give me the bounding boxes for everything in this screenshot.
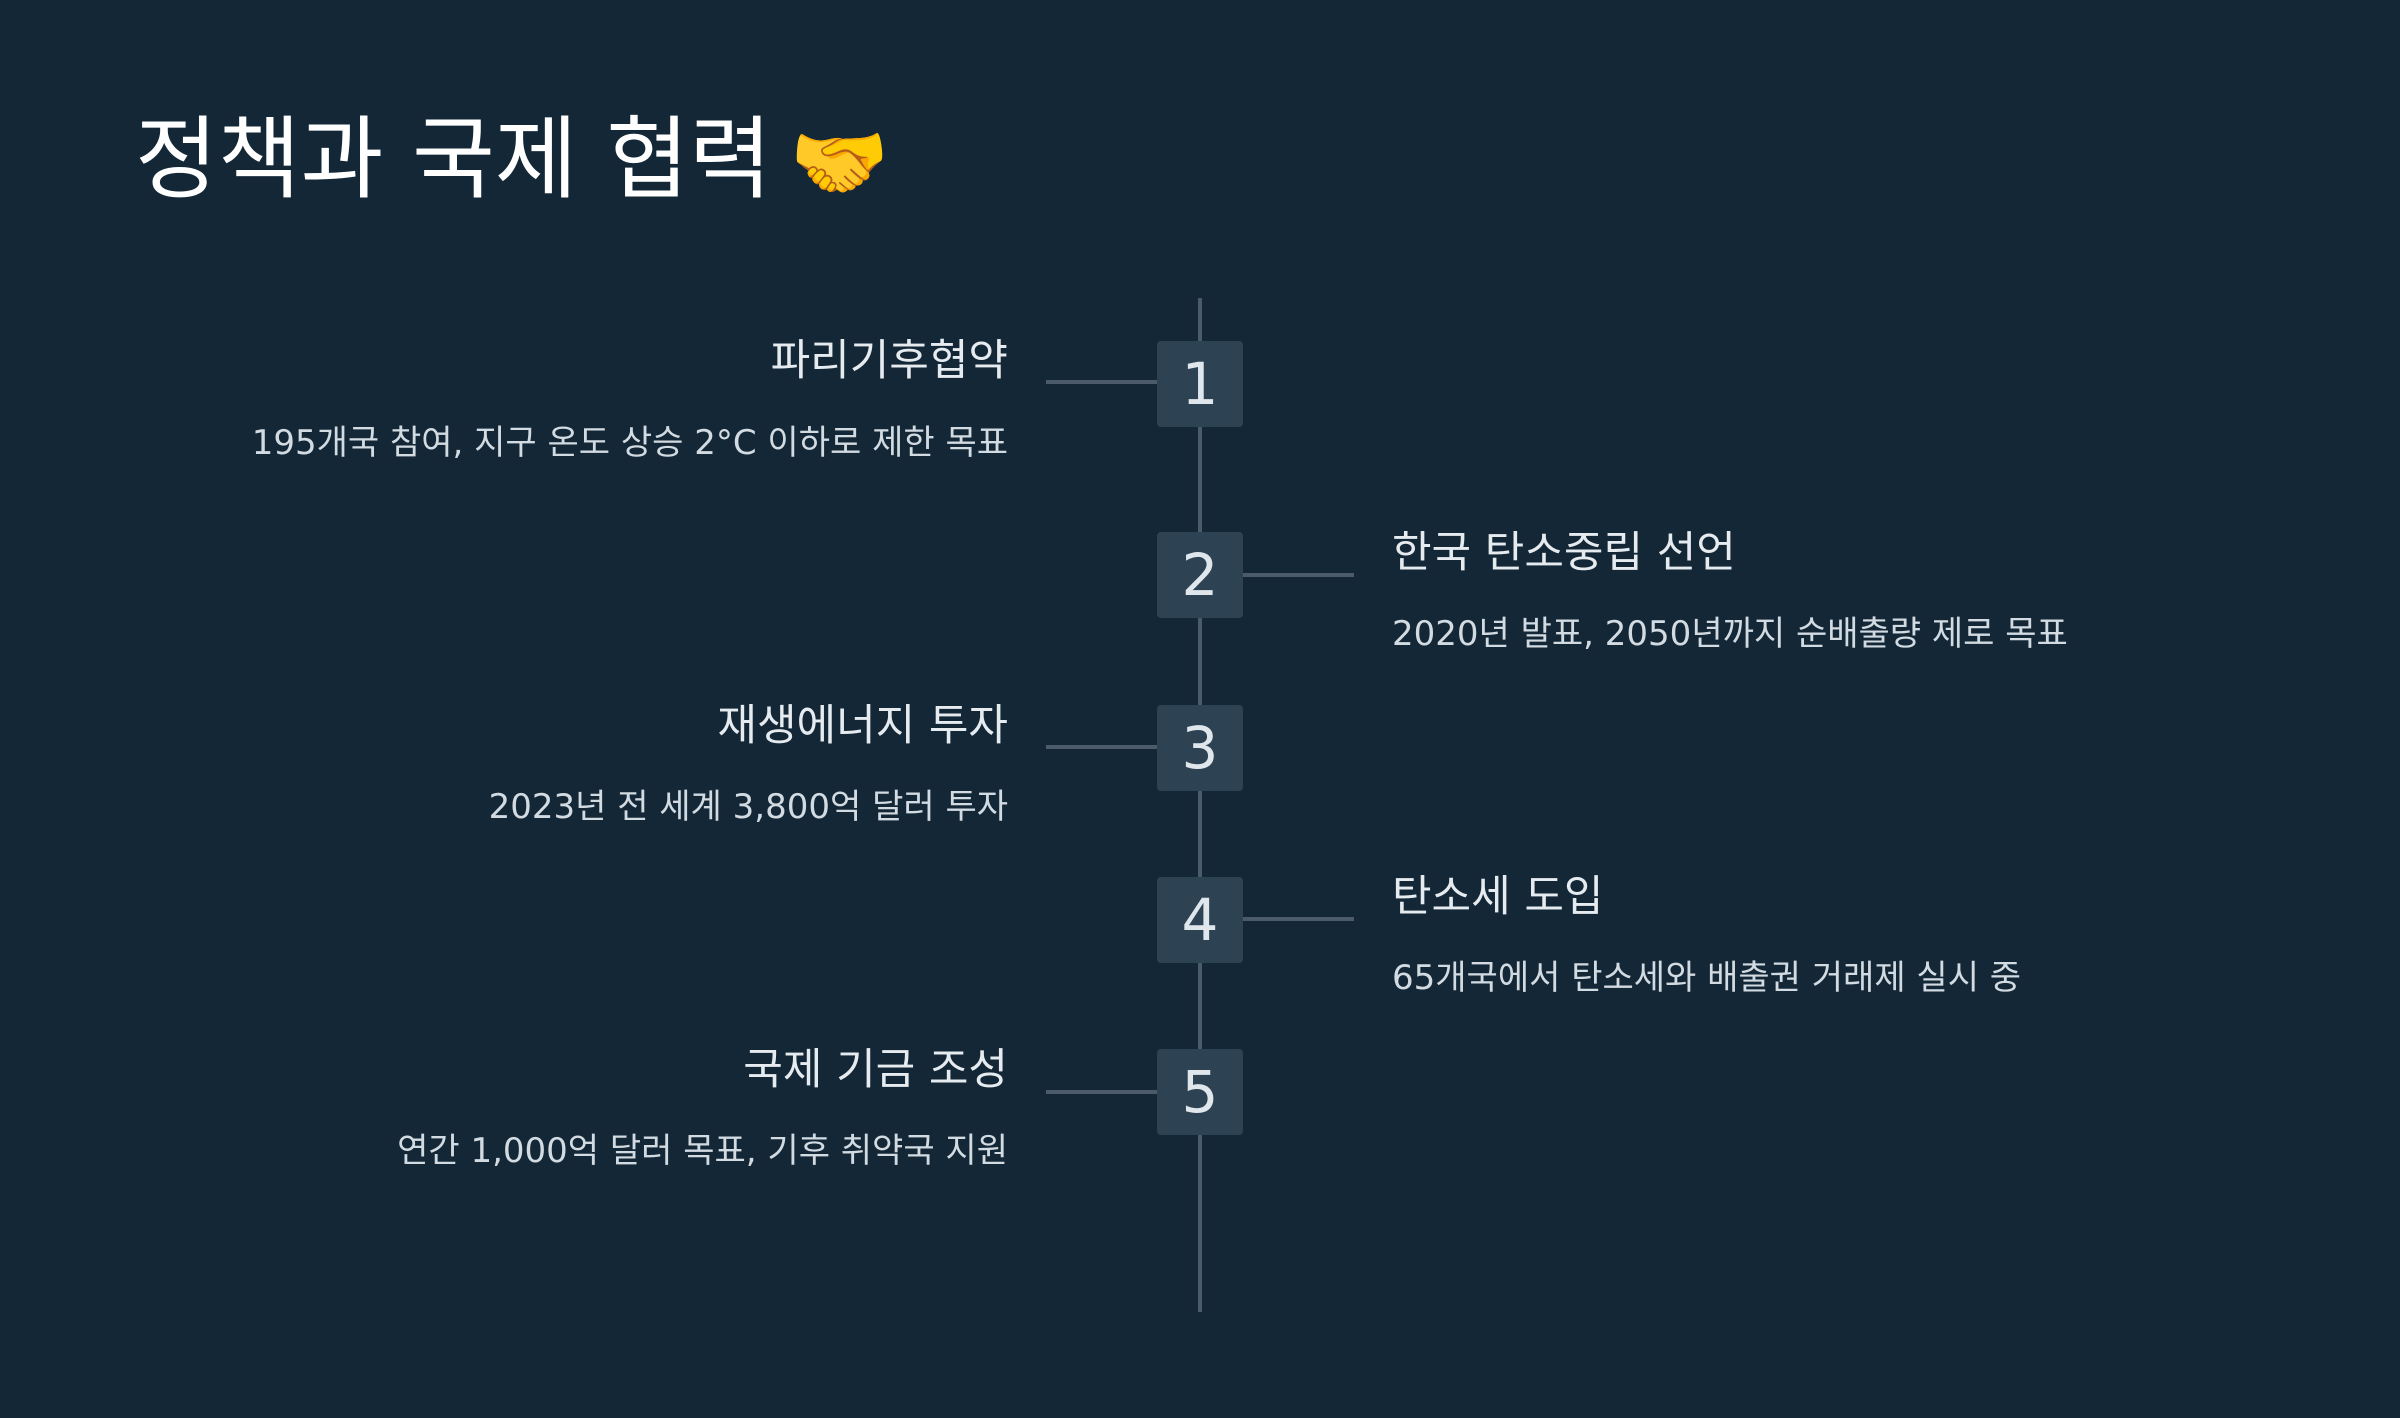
timeline-item-5-title: 국제 기금 조성 — [743, 1045, 1008, 1095]
timeline-item-4-title: 탄소세 도입 — [1392, 872, 1604, 922]
timeline-item-3-description: 2023년 전 세계 3,800억 달러 투자 — [488, 787, 1008, 827]
timeline-connector-3 — [1046, 745, 1158, 749]
timeline-marker-1: 1 — [1157, 341, 1243, 427]
timeline-connector-2 — [1242, 573, 1354, 577]
timeline-item-2-description: 2020년 발표, 2050년까지 순배출량 제로 목표 — [1392, 614, 2068, 654]
timeline-connector-5 — [1046, 1090, 1158, 1094]
slide-title: 정책과 국제 협력🤝 — [135, 105, 889, 218]
timeline-item-3-title: 재생에너지 투자 — [717, 701, 1008, 751]
timeline-item-1-title: 파리기후협약 — [770, 336, 1008, 386]
timeline-item-1-description: 195개국 참여, 지구 온도 상승 2°C 이하로 제한 목표 — [251, 423, 1008, 463]
timeline-item-4-description: 65개국에서 탄소세와 배출권 거래제 실시 중 — [1392, 958, 2022, 998]
timeline-item-5-description: 연간 1,000억 달러 목표, 기후 취약국 지원 — [397, 1131, 1008, 1171]
timeline-connector-4 — [1242, 917, 1354, 921]
timeline-marker-5: 5 — [1157, 1049, 1243, 1135]
timeline-marker-4: 4 — [1157, 877, 1243, 963]
timeline-marker-3: 3 — [1157, 705, 1243, 791]
timeline-marker-2: 2 — [1157, 532, 1243, 618]
slide-title-text: 정책과 국제 협력 — [135, 107, 772, 212]
timeline-connector-1 — [1046, 380, 1158, 384]
timeline-item-2-title: 한국 탄소중립 선언 — [1392, 528, 1736, 578]
handshake-icon: 🤝 — [789, 116, 890, 209]
timeline-axis — [1198, 298, 1202, 1312]
